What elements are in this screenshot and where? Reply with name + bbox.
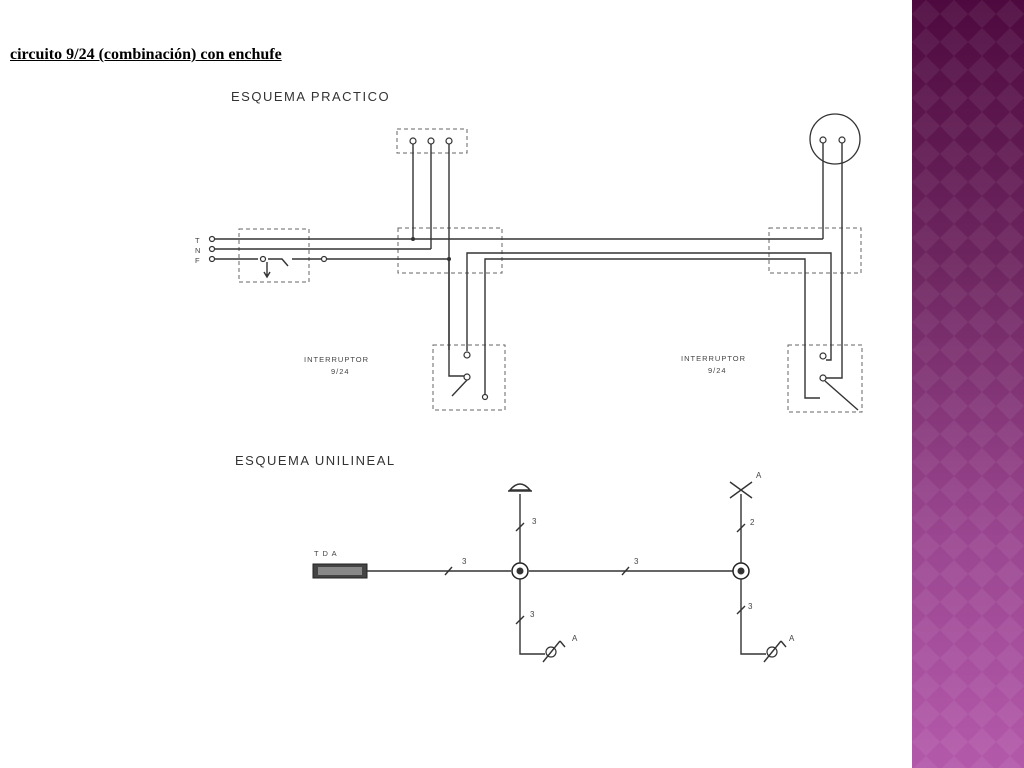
socket-pin-left	[819, 136, 827, 144]
count-tda-box1: 3	[462, 557, 467, 566]
switch1-terminal-top	[463, 351, 471, 359]
feed-terminal-neutral	[208, 245, 216, 253]
switch2-label-line1: INTERRUPTOR	[681, 354, 746, 363]
switch-box-1	[432, 344, 506, 411]
wiring-diagram: ESQUEMA PRACTICO F N T	[195, 89, 863, 663]
junction-dot-phase	[447, 257, 451, 261]
tda-label: T D A	[314, 549, 338, 558]
feed-terminal-earth	[208, 235, 216, 243]
feed-label-phase: F	[195, 256, 201, 265]
switch1-terminal-bottom	[481, 393, 489, 401]
junction-box-1	[397, 227, 503, 274]
socket-pin-right	[838, 136, 846, 144]
switch1-label-line1: INTERRUPTOR	[304, 355, 369, 364]
switch2-mark: A	[789, 634, 795, 643]
junction-dot-earth	[411, 237, 415, 241]
junction-box-2	[768, 227, 862, 274]
tick-box1-socket	[515, 522, 525, 532]
tda-panel-inner	[318, 567, 362, 575]
count-box2-lamp: 2	[750, 518, 755, 527]
feed-terminal-phase	[208, 255, 216, 263]
diamond-pattern	[912, 0, 1024, 768]
feed-label-earth: T	[195, 236, 201, 245]
tick-box1-switch	[515, 615, 525, 625]
switch1-lever-icon	[451, 379, 468, 397]
switch-box-2	[787, 344, 863, 413]
protection-box	[238, 228, 310, 283]
lamp-box	[396, 128, 468, 154]
switch1-mark: A	[572, 634, 578, 643]
switch2-terminal-mid	[819, 374, 827, 382]
lamp-terminal-2	[427, 137, 435, 145]
lamp-mark: A	[756, 471, 762, 480]
switch2-lever-icon	[824, 380, 859, 411]
breaker-arrow-icon	[263, 262, 271, 279]
main-wires	[215, 143, 843, 395]
switch2-label-line2: 9/24	[708, 366, 727, 375]
count-box1-box2: 3	[634, 557, 639, 566]
tick-box2-switch	[736, 605, 746, 615]
lamp-terminal-1	[409, 137, 417, 145]
lamp-terminal-3	[445, 137, 453, 145]
count-box1-socket: 3	[532, 517, 537, 526]
count-box2-switch: 3	[748, 602, 753, 611]
switch1-label-line2: 9/24	[331, 367, 350, 376]
tick-box2-lamp	[736, 523, 746, 533]
breaker-terminal-in	[259, 255, 267, 263]
socket-icon	[809, 113, 861, 165]
switch2-terminal-top	[819, 352, 827, 360]
switch1-terminal-mid	[463, 373, 471, 381]
practical-schema-title: ESQUEMA PRACTICO	[231, 89, 390, 104]
lamp-symbol-icon	[729, 481, 753, 499]
single-line-schema-title: ESQUEMA UNILINEAL	[235, 453, 396, 468]
decorative-side-band	[912, 0, 1024, 768]
breaker-terminal-out	[320, 255, 328, 263]
slide-title: circuito 9/24 (combinación) con enchufe	[10, 46, 282, 63]
count-box1-switch: 3	[530, 610, 535, 619]
feed-labels: F N T	[195, 236, 201, 265]
tick-tda-box1	[444, 566, 453, 576]
socket-symbol-icon	[508, 483, 532, 491]
tick-box1-box2	[621, 566, 630, 576]
feed-label-neutral: N	[195, 246, 201, 255]
